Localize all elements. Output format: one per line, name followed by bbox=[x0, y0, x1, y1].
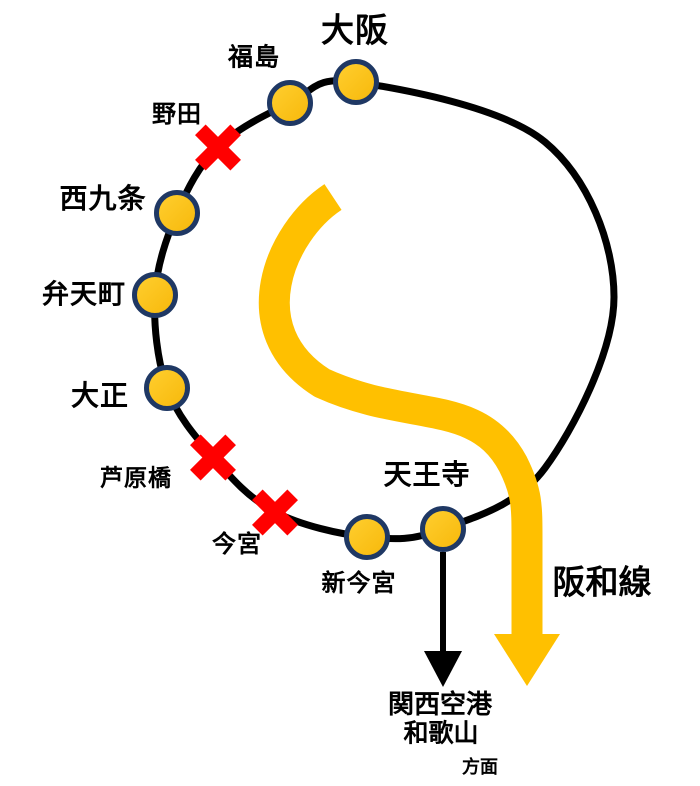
station-label-osaka: 大阪 bbox=[321, 11, 389, 49]
suspended-station-marker-noda bbox=[193, 122, 243, 172]
station-label-fukushima: 福島 bbox=[227, 43, 281, 72]
station-marker-shin_imamiya bbox=[344, 514, 390, 560]
station-marker-taisho bbox=[144, 365, 190, 411]
station-label-imamiya: 今宮 bbox=[212, 531, 262, 558]
hanwa-line-label: 阪和線 bbox=[552, 563, 652, 601]
airport-branch-arrowhead bbox=[424, 651, 462, 687]
station-label-ashiharabashi: 芦原橋 bbox=[100, 464, 172, 491]
destination-kansai-airport: 関西空港 bbox=[387, 689, 493, 719]
station-marker-bentencho bbox=[132, 272, 178, 318]
station-label-noda: 野田 bbox=[152, 101, 202, 128]
station-label-shin_imamiya: 新今宮 bbox=[321, 570, 397, 597]
destination-wakayama: 和歌山 bbox=[403, 719, 479, 748]
destination-direction-suffix: 方面 bbox=[462, 757, 498, 777]
suspended-station-marker-ashiharabashi bbox=[188, 432, 238, 482]
station-label-bentencho: 弁天町 bbox=[42, 279, 126, 310]
station-label-nishikujo: 西九条 bbox=[59, 183, 147, 214]
station-marker-fukushima bbox=[267, 80, 313, 126]
station-marker-osaka bbox=[333, 59, 379, 105]
hanwa-branch-arrow bbox=[258, 184, 543, 636]
station-marker-tennoji bbox=[420, 506, 466, 552]
station-label-taisho: 大正 bbox=[70, 380, 130, 411]
station-label-tennoji: 天王寺 bbox=[383, 459, 471, 490]
hanwa-branch-arrowhead bbox=[494, 634, 560, 686]
suspended-station-marker-imamiya bbox=[250, 487, 300, 537]
station-marker-nishikujo bbox=[154, 190, 200, 236]
